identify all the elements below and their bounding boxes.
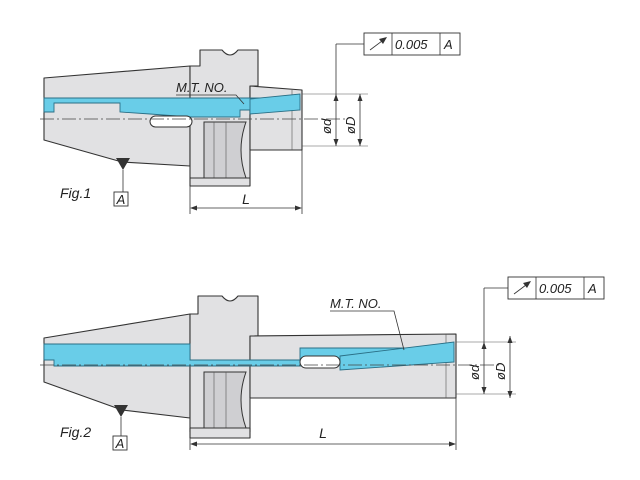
fig1-datum-box [113, 191, 129, 207]
fig2-gdt-frame: 0.005 A [507, 276, 605, 300]
fig1-mt-no-leader [176, 94, 245, 105]
fig1-datum-label: A [116, 192, 126, 207]
fig2-gdt-tolerance: 0.005 [539, 281, 572, 296]
fig1-datum-triangle [116, 158, 130, 170]
fig2-caption: Fig.2 [60, 424, 91, 440]
fig2-tang-slot [299, 355, 341, 369]
fig1-gdt-frame: 0.005 A [363, 32, 461, 56]
fig2-dia-large: øD [493, 363, 508, 380]
fig2-datum-box [112, 435, 128, 451]
fig1-length-label: L [242, 191, 250, 207]
fig2-length-label: L [319, 425, 327, 441]
fig1-dia-large: øD [343, 117, 358, 134]
fig1-caption: Fig.1 [60, 185, 91, 201]
fig1-mt-no-label: M.T. NO. [176, 80, 228, 95]
fig2-datum-label: A [115, 436, 125, 451]
fig2-dia-small: ød [467, 364, 482, 380]
fig1-gdt-datum: A [443, 37, 453, 52]
fig2-mt-no-leader [330, 310, 405, 351]
fig1-dia-small: ød [319, 118, 334, 134]
fig1-runout-icon [369, 37, 387, 51]
fig2-flange-groove [203, 371, 247, 429]
fig2-mt-no-label: M.T. NO. [330, 296, 382, 311]
fig2-gdt-datum: A [587, 281, 597, 296]
fig2-runout-icon [513, 281, 531, 295]
fig2-datum-triangle [114, 405, 128, 417]
figure-1: A Fig.1 M.T. NO. L ød øD [40, 32, 461, 214]
fig1-gdt-tolerance: 0.005 [395, 37, 428, 52]
fig1-tang-slot [149, 115, 193, 128]
fig1-taper-shank [43, 65, 191, 167]
fig1-flange-groove [203, 121, 247, 179]
figure-2: A Fig.2 M.T. NO. L ød øD [40, 276, 605, 451]
